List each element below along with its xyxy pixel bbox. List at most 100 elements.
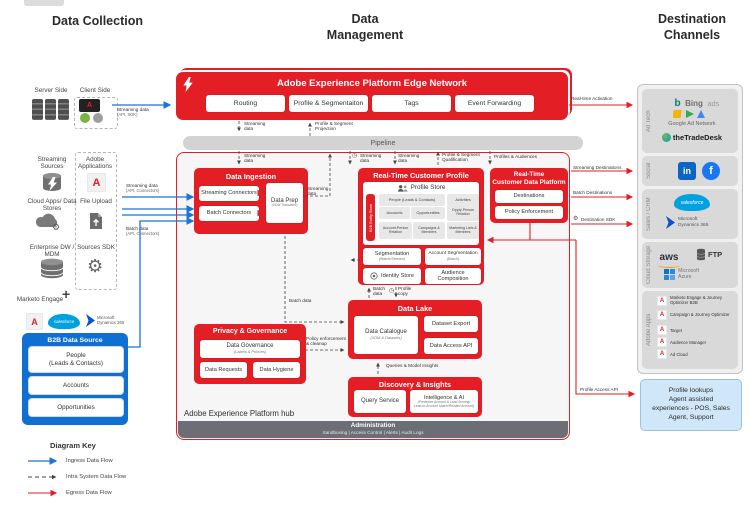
adobe-applications-icon: A	[87, 173, 106, 192]
clock-icon: ◷	[389, 288, 395, 294]
adobe-app-text: Marketo Engage & Journey Optimizer B2B	[670, 295, 723, 305]
cloud-storage-label: Cloud Storage	[646, 245, 652, 285]
edge-network-title: Adobe Experience Platform Edge Network	[276, 78, 468, 89]
flow-streaming-edge-down: Streaming data	[244, 121, 266, 132]
discovery-insights-title: Discovery & Insights	[378, 380, 452, 389]
edge-module-tags: Tags	[372, 95, 451, 112]
account-segmentation-box: Account Segmentation (Batch)	[425, 248, 481, 265]
audience-composition-box: Audience Composition	[425, 268, 481, 284]
segmentation-box: Segmentation (Batch/Stream)	[363, 248, 421, 265]
account-segmentation-sub: (Batch)	[446, 256, 460, 262]
adobe-apps-label: Adobe Apps	[646, 313, 652, 347]
streaming-sources-label: Streaming Sources	[37, 156, 67, 171]
segmentation-label: Segmentation	[374, 251, 410, 258]
enterprise-dw-icon	[40, 258, 64, 279]
people-icon	[397, 185, 408, 192]
file-upload-icon	[90, 213, 102, 229]
destinations-box: Destinations	[495, 190, 563, 203]
data-hygiene-box: Data Hygiene	[253, 362, 300, 378]
data-catalogue-label: Data Catalogue	[365, 329, 407, 336]
flow-destination-sdk: Destination SDK	[581, 217, 616, 222]
identity-store-box: Identity Store	[363, 268, 421, 284]
tradedesk-logo: theTradeDesk	[650, 133, 734, 142]
flow-streaming-sdk: Streaming data	[117, 107, 149, 112]
flow-batch-connectors-sub: (API, Connectors)	[126, 231, 160, 236]
key-egress-label: Egress Data Flow	[66, 490, 112, 496]
data-governance-box: Data Governance (Labels & Policies)	[200, 340, 300, 358]
adobe-app-item: A Campaign & Journey Optimizer	[657, 310, 738, 320]
web-icon	[93, 113, 103, 123]
facebook-icon: f	[702, 162, 720, 180]
section-social: Social in f	[642, 156, 738, 186]
adobe-app-item: A Ad Cloud	[657, 349, 688, 359]
facebook-text: f	[709, 165, 713, 177]
data-prep-box: Data Prep (XDM Translator)	[266, 183, 303, 223]
data-requests-box: Data Requests	[200, 362, 247, 378]
svg-text:⚙: ⚙	[52, 222, 60, 231]
adobe-app-item: A Target	[657, 325, 682, 335]
key-ingress-label: Ingress Data Flow	[66, 458, 113, 464]
header-data-management: Data Management	[326, 12, 404, 42]
intelligence-ai-sub: (Predictive Account & Lead Scoring/ Lead…	[413, 399, 475, 408]
linkedin-text: in	[683, 166, 691, 176]
pipeline-label: Pipeline	[370, 139, 396, 147]
social-label: Social	[646, 162, 652, 180]
flow-streaming-profile2: Streaming data	[398, 153, 420, 164]
header-data-collection: Data Collection	[52, 14, 143, 28]
b2b-title: B2B Data Source	[47, 337, 103, 344]
entity-oppty-person: Oppty-Person Relation	[447, 205, 479, 221]
identity-icon	[370, 272, 378, 280]
profile-store-label: Profile Store	[410, 184, 446, 192]
tradedesk-text: theTradeDesk	[672, 133, 723, 142]
flow-queries-insights: Queries & Model Insights	[386, 363, 439, 368]
dynamics-label: Microsoft Dynamics 365	[97, 315, 125, 325]
adobe-a-icon: A	[657, 337, 667, 347]
flow-streaming-destinations: Streaming Destinations	[573, 165, 622, 170]
server-icon	[45, 99, 56, 120]
dynamics-dest-chevron-icon	[666, 216, 675, 229]
diagram-key-title: Diagram Key	[50, 441, 96, 450]
flow-streaming-ingestion: Streaming data	[244, 153, 266, 164]
salesforce-dest-logo: salesforce	[674, 194, 710, 211]
bing-text: Bing	[685, 99, 703, 108]
flow-streaming-profile1: Streaming data	[360, 153, 382, 164]
rtcdp-title: Real-Time Customer Data Platform	[492, 171, 566, 186]
section-adobe-apps: Adobe Apps A Marketo Engage & Journey Op…	[642, 291, 738, 369]
azure-icon	[664, 268, 675, 280]
data-governance-label: Data Governance	[226, 343, 274, 350]
client-device-icon: A	[79, 99, 100, 112]
flow-streaming-sdk-sub: (API, SDK)	[117, 112, 138, 117]
section-sales-crm: Sales / CRM salesforce Microsoft Dynamic…	[642, 189, 738, 239]
b2b-accounts-box: Accounts	[28, 376, 124, 395]
aws-smile-icon	[658, 263, 680, 268]
entity-people: People (Leads & Contacts)	[379, 194, 445, 206]
flow-policy-cleanup: Policy enforcement & cleanup	[306, 336, 346, 347]
adobe-app-item: A Audience Manager	[657, 337, 706, 347]
linkedin-icon: in	[678, 162, 696, 180]
server-icons	[32, 99, 69, 120]
flow-batch-up: Batch data	[373, 286, 385, 297]
entity-accounts: Accounts	[379, 207, 410, 219]
data-catalogue-sub: (XDM & Datasets)	[370, 335, 402, 341]
dynamics-chevron-icon	[86, 314, 95, 327]
flow-realtime-activation: Real-time Activation	[571, 96, 613, 101]
intelligence-ai-box: Intelligence & AI (Predictive Account & …	[410, 390, 478, 413]
administration-title: Administration	[350, 422, 396, 429]
segmentation-sub: (Batch/Stream)	[378, 256, 406, 262]
data-catalogue-box: Data Catalogue (XDM & Datasets)	[354, 316, 418, 354]
flow-profile-access-api: Profile Access API	[580, 387, 619, 392]
header-destination-channels: Destination Channels	[657, 12, 727, 42]
adobe-app-text: Audience Manager	[670, 339, 707, 345]
b2b-entity-store-tag: B2B Entity Store	[366, 194, 375, 241]
section-cloud-storage: Cloud Storage aws FTP Microsoft Azure	[642, 242, 738, 288]
adobe-app-text: Ad Cloud	[670, 351, 688, 357]
client-side-group	[74, 97, 118, 129]
adobe-app-item: A Marketo Engage & Journey Optimizer B2B	[657, 295, 738, 306]
adobe-logo: A	[26, 313, 43, 330]
dynamics-dest-text: Microsoft Dynamics 365	[678, 216, 709, 228]
cloud-apps-label: Cloud Apps/ Data Stores	[27, 198, 77, 213]
account-segmentation-label: Account Segmentation	[428, 251, 478, 257]
batch-connectors-box: Batch Connectors	[199, 206, 259, 221]
enterprise-dw-label: Enterprise DW / MDM	[29, 244, 75, 259]
android-icon	[80, 113, 90, 123]
